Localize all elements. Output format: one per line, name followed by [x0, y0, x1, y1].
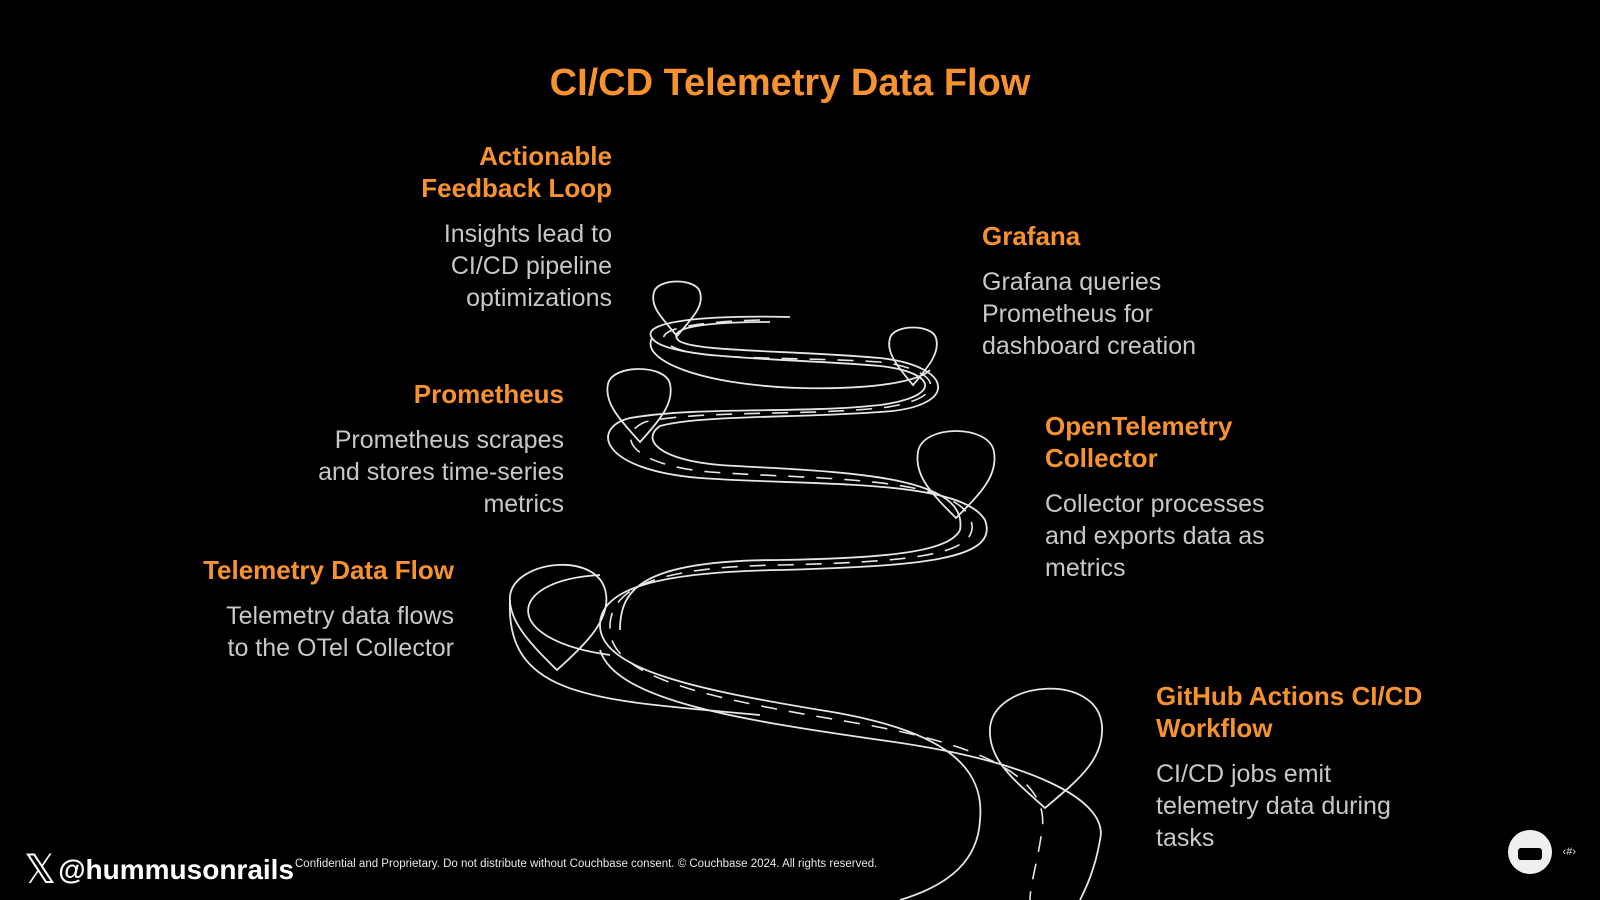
legal-notice: Confidential and Proprietary. Do not dis… — [295, 858, 878, 870]
step-heading: Prometheus — [413, 379, 564, 409]
road-edge-top — [649, 337, 931, 390]
step-prometheus: Prometheus Prometheus scrapes and stores… — [300, 378, 564, 520]
step-grafana: Grafana Grafana queries Prometheus for d… — [982, 220, 1222, 362]
step-actionable-feedback-loop: Actionable Feedback Loop Insights lead t… — [380, 140, 612, 314]
step-github-actions-workflow: GitHub Actions CI/CD Workflow CI/CD jobs… — [1156, 680, 1426, 854]
step-heading: Actionable Feedback Loop — [421, 141, 612, 203]
step-opentelemetry-collector: OpenTelemetry Collector Collector proces… — [1045, 410, 1295, 584]
pin-opentelemetry-icon — [916, 430, 996, 520]
step-description: Collector processes and exports data as … — [1045, 490, 1265, 582]
pin-telemetry-data-flow-icon — [509, 563, 608, 672]
handle-text: @hummusonrails — [58, 854, 295, 885]
step-heading: Grafana — [982, 221, 1081, 251]
slide-title: CI/CD Telemetry Data Flow — [549, 62, 1031, 104]
step-description: Grafana queries Prometheus for dashboard… — [982, 268, 1197, 360]
pin-actionable-feedback-icon — [652, 280, 702, 338]
x-logo-icon: 𝕏 — [24, 848, 57, 892]
step-description: CI/CD jobs emit telemetry data during ta… — [1156, 760, 1391, 852]
social-handle: 𝕏 @hummusonrails — [24, 850, 294, 890]
road-edge-outer — [599, 315, 988, 900]
step-description: Prometheus scrapes and stores time-serie… — [318, 426, 564, 518]
step-heading: GitHub Actions CI/CD Workflow — [1156, 681, 1423, 743]
road-edge-lower — [599, 649, 1102, 900]
step-heading: Telemetry Data Flow — [203, 555, 454, 585]
road-center-line — [609, 319, 1044, 900]
pin-grafana-icon — [888, 326, 938, 387]
step-telemetry-data-flow: Telemetry Data Flow Telemetry data flows… — [200, 554, 454, 664]
road-edge-inner — [619, 321, 962, 631]
step-description: Telemetry data flows to the OTel Collect… — [226, 602, 454, 662]
page-number: ‹#› — [1562, 846, 1576, 858]
pin-github-actions-icon — [989, 687, 1103, 810]
step-heading: OpenTelemetry Collector — [1045, 411, 1233, 473]
couchbase-logo-icon — [1508, 830, 1552, 874]
step-description: Insights lead to CI/CD pipeline optimiza… — [443, 220, 612, 312]
pin-prometheus-icon — [606, 368, 672, 444]
